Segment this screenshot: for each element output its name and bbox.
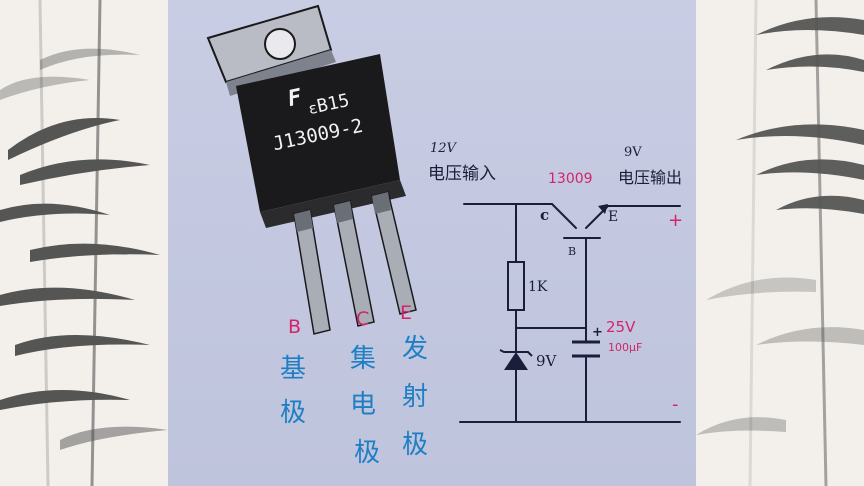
terminal-e-label: E [608,209,619,225]
pin-letter-b: B [288,316,302,338]
pin-name-base-char2: 极 [280,398,307,428]
bamboo-painting-left [0,0,168,486]
pin-letter-c: C [356,308,370,330]
ground-minus-sign: - [672,394,679,415]
pin-name-emitter-char2: 射 [402,382,429,412]
pin-name-emitter-char1: 发 [402,334,429,364]
output-plus-sign: + [668,210,684,231]
emitter-arrow-icon [598,204,608,214]
pin-letter-e: E [400,302,413,324]
wire-collector [551,203,577,229]
terminal-b-label: B [568,245,577,258]
terminal-c-label: c [540,206,550,224]
resistor-symbol [507,261,525,311]
resistor-value-label: 1K [528,279,548,295]
transistor-illustration [206,4,417,335]
zener-value-label: 9V [536,352,557,370]
output-label: 电压输出 [618,168,683,187]
pin-name-collector-char3: 极 [354,438,381,468]
pin-name-collector-char2: 电 [350,390,377,420]
capacitor-value-label: 100μF [608,341,643,354]
bamboo-painting-right [696,0,864,486]
input-voltage-label: 12V [430,141,456,156]
pin-name-emitter-char3: 极 [402,430,429,460]
output-voltage-label: 9V [624,145,642,160]
pin-name-base-char1: 基 [280,354,307,384]
pin-name-collector-char1: 集 [350,344,377,374]
circuit-schematic [459,203,681,423]
transistor-model-label: 13009 [548,171,593,187]
input-label: 电压输入 [428,164,496,184]
diagram-paper: F εB15 J13009-2 B C E 基 极 集 电 极 发 射 极 [168,0,696,486]
zener-diode-symbol [504,352,528,370]
capacitor-plus-label: + [592,325,603,340]
capacitor-voltage-label: 25V [606,318,636,336]
